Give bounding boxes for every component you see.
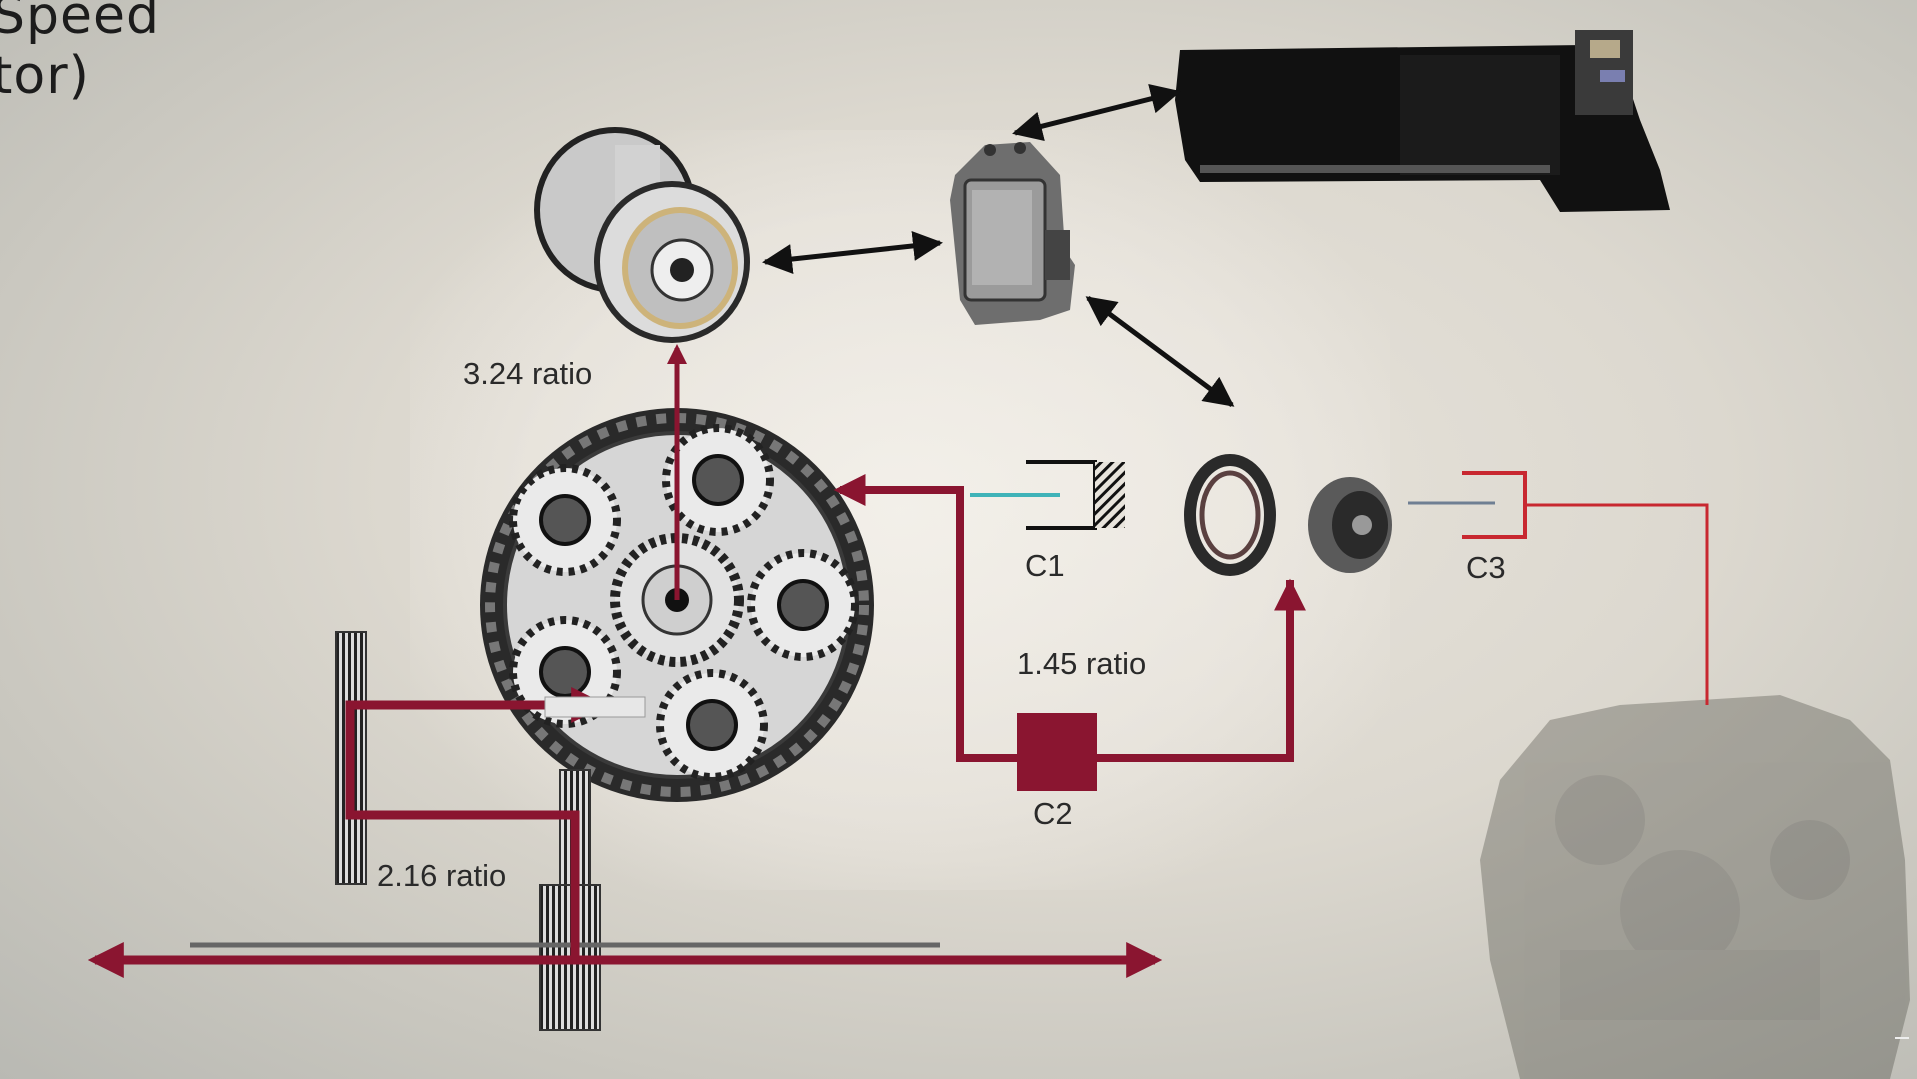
inverter-generator-arrow: [1085, 295, 1235, 408]
slide-title-line-1: Speed: [0, 0, 161, 46]
output-ratio-label: 2.16 ratio: [377, 858, 507, 893]
motor-generator-icon: [1184, 454, 1392, 576]
electric-motor-icon: [534, 127, 750, 343]
motor-ratio-label: 3.24 ratio: [463, 356, 593, 391]
c3-label: C3: [1466, 550, 1506, 585]
corner-mark: [1895, 1037, 1909, 1039]
c2-label: C2: [1033, 796, 1073, 831]
motor-inverter-arrow: [762, 231, 943, 274]
slide-title-line-2: tor): [0, 46, 90, 106]
c1-label: C1: [1025, 548, 1065, 583]
c2-block: [1017, 713, 1097, 791]
inverter-icon: [950, 142, 1075, 325]
c3-clutch: [1408, 471, 1709, 705]
battery-pack-icon: [1175, 30, 1670, 212]
engine-icon: [1480, 695, 1910, 1079]
c2-ratio-label: 1.45 ratio: [1017, 646, 1147, 681]
output-flow-path: [345, 687, 608, 960]
c1-brake: [970, 460, 1125, 530]
carrier-shaft: [544, 696, 646, 718]
slide-title: Speed tor): [0, 0, 160, 106]
battery-inverter-arrow: [1012, 84, 1181, 141]
